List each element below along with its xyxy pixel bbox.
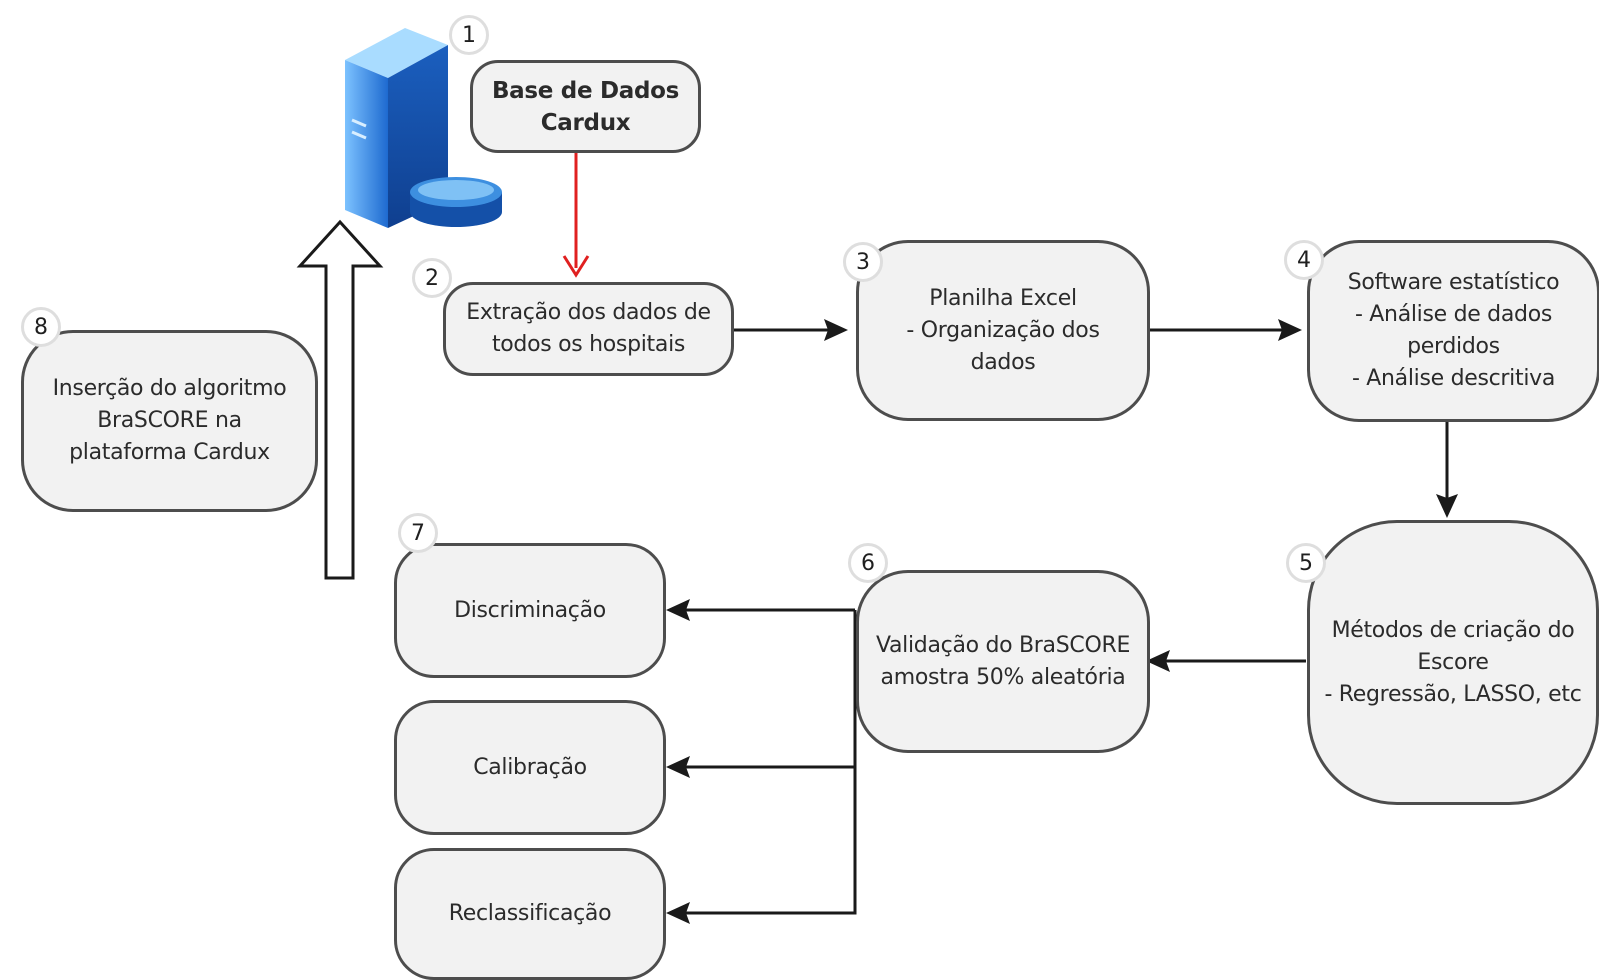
arrow-database-to-extraction: [562, 150, 590, 278]
arrow-methods-to-validation: [1146, 650, 1306, 672]
node-discrimination: Discriminação: [394, 543, 666, 678]
extraction-line1: Extração dos dados de: [466, 300, 711, 325]
node-extraction: Extração dos dados de todos os hospitais: [443, 282, 734, 376]
arrow-up-to-server: [296, 219, 384, 580]
validation-line1: Validação do BraSCORE: [875, 632, 1131, 658]
step-badge-7: 7: [398, 513, 438, 553]
step-badge-3: 3: [843, 242, 883, 282]
node-reclassification: Reclassificação: [394, 848, 666, 980]
server-database-icon: [345, 28, 502, 228]
methods-line3: - Regressão, LASSO, etc: [1324, 681, 1582, 707]
step-badge-4: 4: [1284, 240, 1324, 280]
excel-line3: dados: [970, 349, 1036, 375]
calibration-label: Calibração: [473, 754, 587, 780]
software-line2: - Análise de dados: [1354, 302, 1553, 327]
software-line4: - Análise descritiva: [1351, 366, 1556, 391]
node-calibration: Calibração: [394, 700, 666, 835]
reclassification-label: Reclassificação: [448, 901, 612, 926]
step-badge-2: 2: [412, 258, 452, 298]
excel-line2: - Organização dos: [906, 317, 1100, 343]
node-insertion: Inserção do algoritmo BraSCORE na plataf…: [21, 330, 318, 512]
validation-line2: amostra 50% aleatória: [880, 664, 1126, 690]
methods-line2: Escore: [1417, 649, 1489, 675]
node-methods: Métodos de criação do Escore - Regressão…: [1307, 520, 1599, 805]
software-line3: perdidos: [1407, 334, 1500, 359]
step-badge-6: 6: [848, 543, 888, 583]
arrow-excel-to-software: [1143, 319, 1302, 341]
node-validation: Validação do BraSCORE amostra 50% aleató…: [856, 570, 1150, 753]
node-software: Software estatístico - Análise de dados …: [1307, 240, 1599, 422]
software-line1: Software estatístico: [1347, 270, 1560, 295]
insertion-line3: plataforma Cardux: [69, 440, 270, 465]
arrow-extraction-to-excel: [727, 319, 848, 341]
arrow-software-to-methods: [1436, 422, 1458, 518]
insertion-line2: BraSCORE na: [97, 408, 242, 433]
step-badge-1: 1: [449, 15, 489, 55]
arrows-validation-to-metrics: [666, 599, 857, 924]
discrimination-label: Discriminação: [454, 597, 606, 623]
database-title-line2: Cardux: [540, 109, 631, 136]
node-excel: Planilha Excel - Organização dos dados: [856, 240, 1150, 421]
insertion-line1: Inserção do algoritmo: [52, 376, 287, 401]
excel-line1: Planilha Excel: [929, 285, 1077, 311]
methods-line1: Métodos de criação do: [1331, 617, 1575, 643]
database-title-line1: Base de Dados: [491, 77, 680, 104]
step-badge-8: 8: [21, 307, 61, 347]
node-database: Base de Dados Cardux: [470, 60, 701, 153]
extraction-line2: todos os hospitais: [491, 332, 686, 357]
step-badge-5: 5: [1286, 543, 1326, 583]
